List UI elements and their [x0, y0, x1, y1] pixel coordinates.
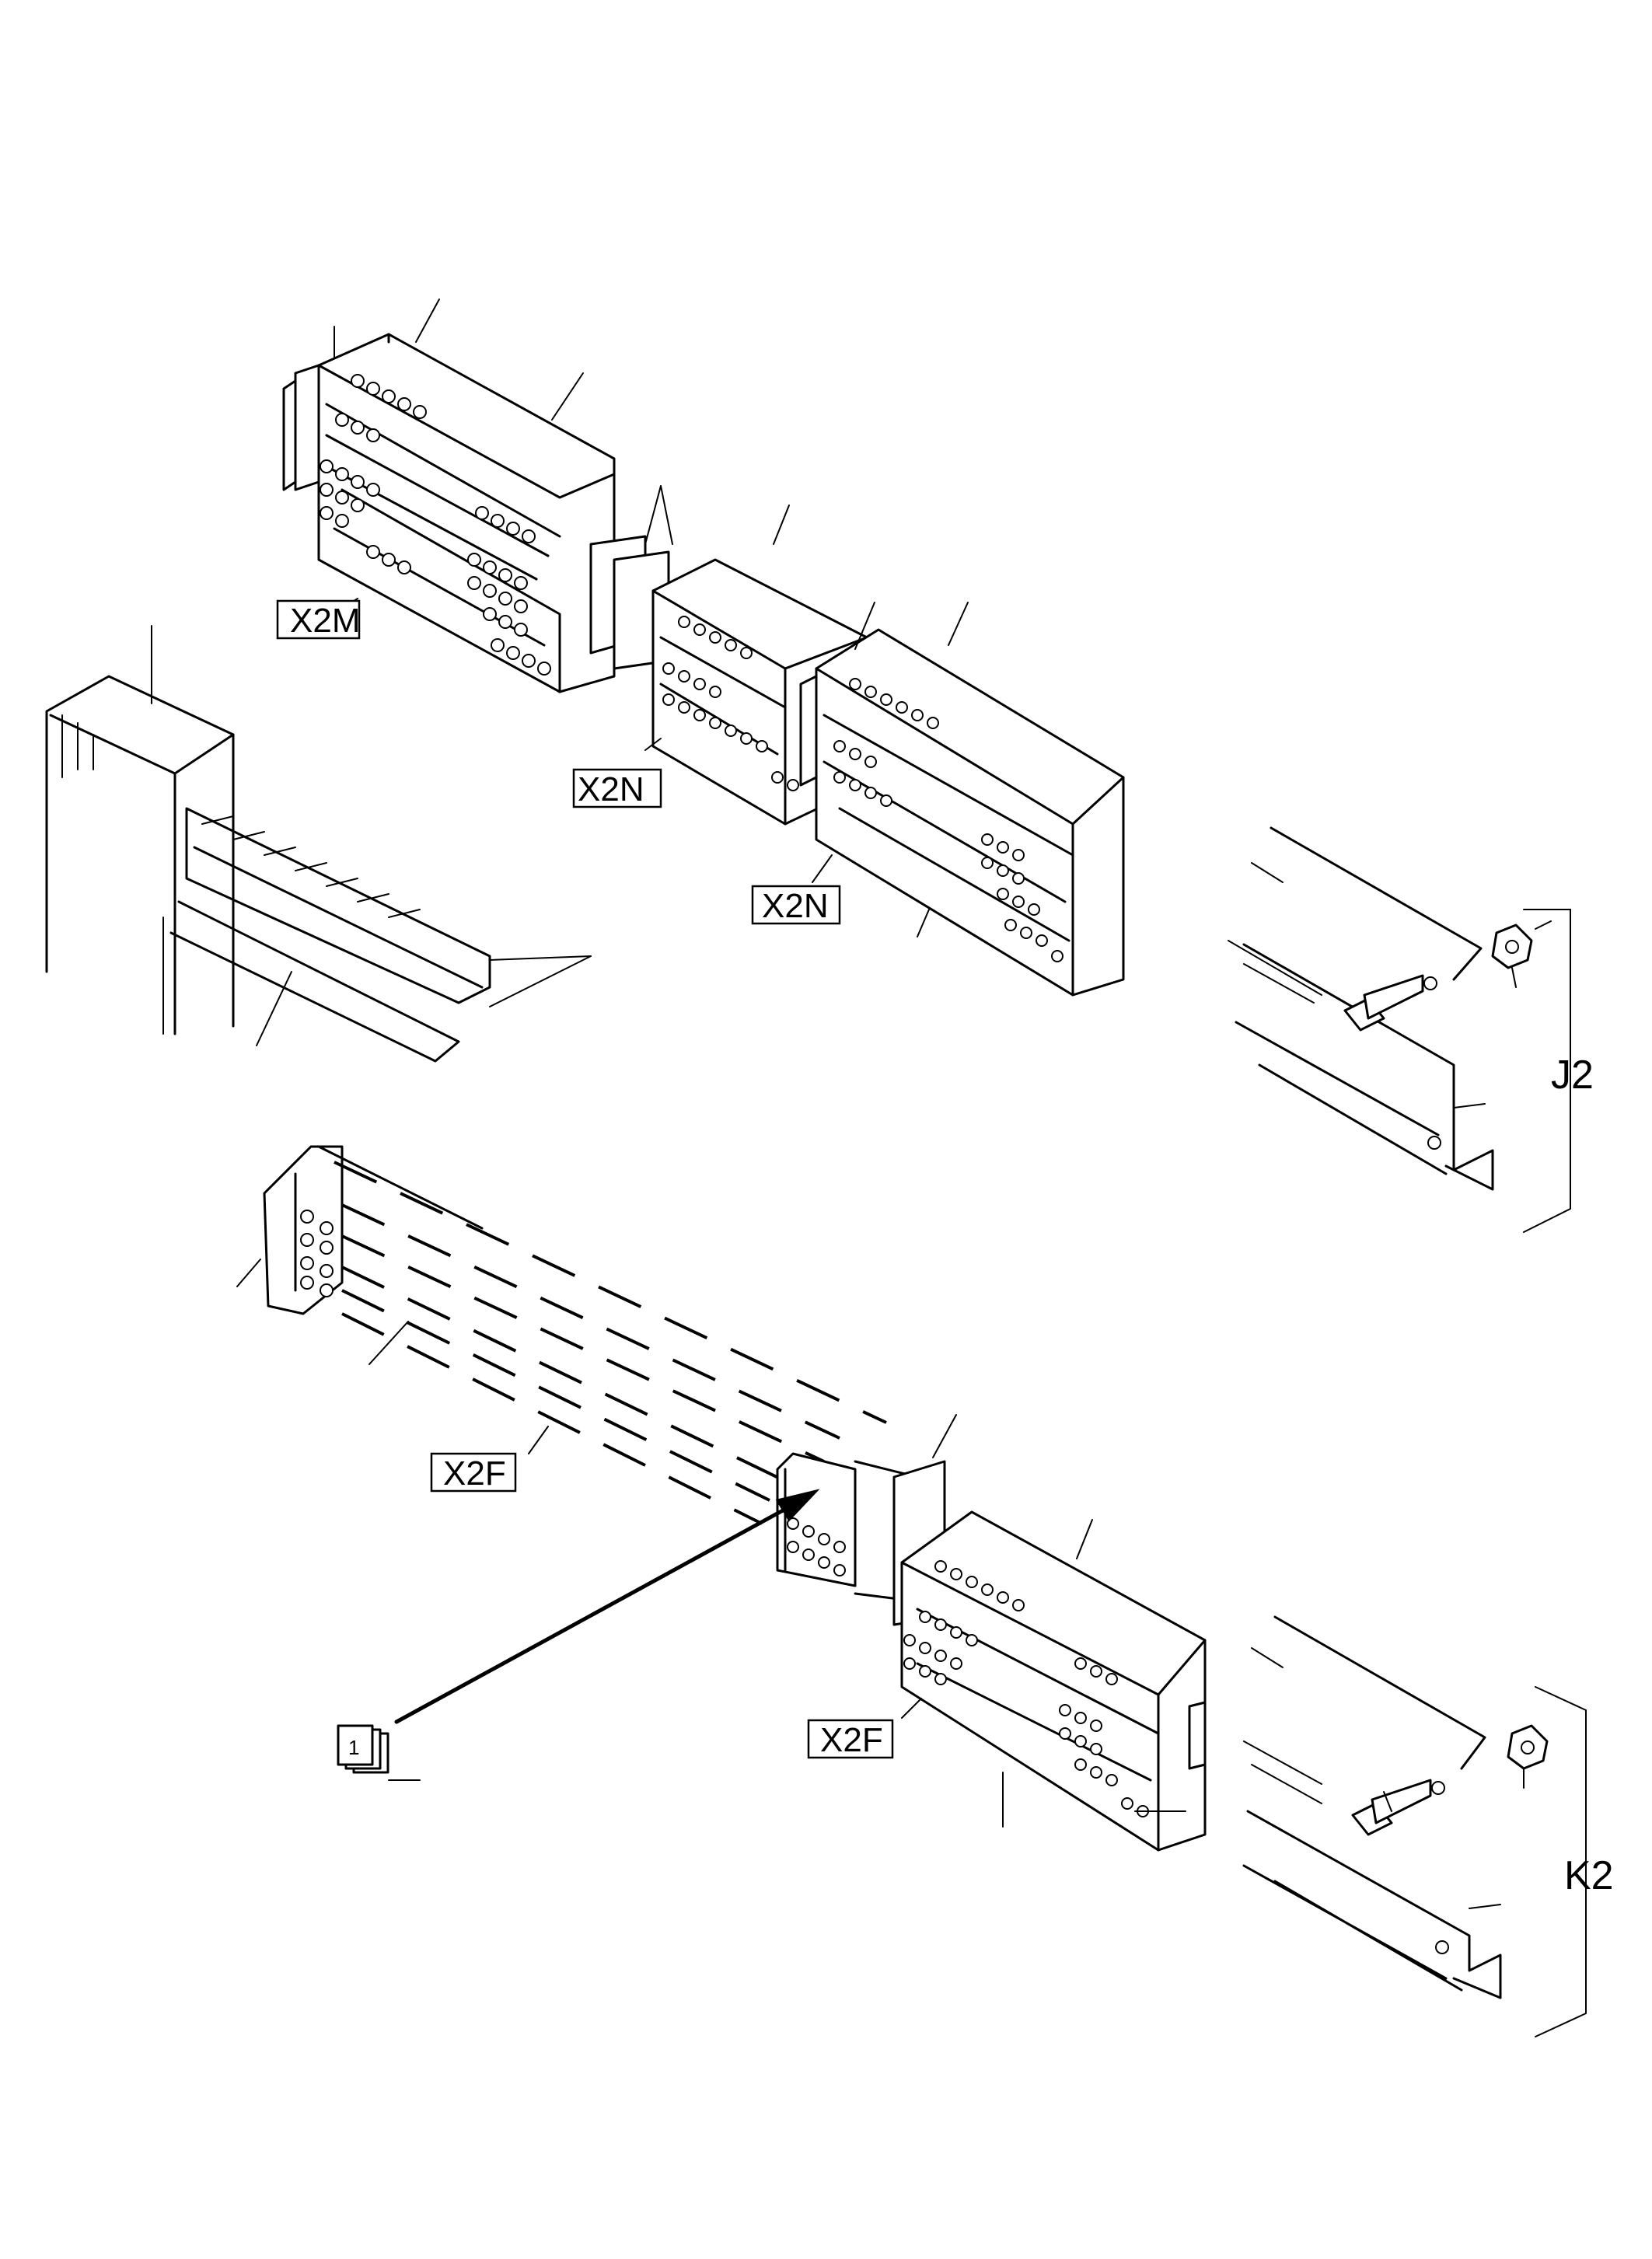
- label-x2m: X2M: [276, 599, 360, 640]
- label-x2m-text: X2M: [290, 602, 360, 640]
- label-x2f-left: X2F: [430, 1452, 517, 1493]
- assembly-label-j2: J2: [1551, 1053, 1594, 1098]
- label-x2n-lower-text: X2N: [762, 887, 829, 925]
- kit-stack-icon: [337, 1724, 421, 1781]
- label-x2n-upper-text: X2N: [578, 770, 644, 808]
- x2n-upper-terminal-holes: [662, 616, 799, 791]
- terminal-block-x2n-lower: [799, 602, 1125, 997]
- label-x2f-right: X2F: [807, 1719, 894, 1759]
- terminal-block-x2m: [282, 299, 616, 693]
- x2f-lower-terminal-holes: [903, 1560, 1149, 1817]
- assembly-label-k2: K2: [1564, 1853, 1614, 1898]
- x2n-lower-terminal-holes: [833, 678, 1063, 962]
- wiring-duct-and-din-rail: [45, 625, 592, 1063]
- mounting-bracket-k2: [1242, 1615, 1587, 2037]
- terminal-strip-x2f: [236, 1145, 919, 1603]
- label-x2n-upper: X2N: [572, 768, 662, 808]
- label-x2f-left-text: X2F: [443, 1454, 506, 1493]
- terminal-block-x2f-lower: [900, 1510, 1207, 1852]
- x2f-left-terminal-holes: [300, 1210, 334, 1297]
- x2f-right-terminal-holes: [787, 1517, 846, 1576]
- label-x2f-right-text: X2F: [820, 1721, 883, 1759]
- mounting-bracket-j2: [1228, 826, 1571, 1233]
- kit-callout-number: 1: [348, 1736, 359, 1759]
- x2m-terminal-holes: [320, 374, 551, 676]
- kit-arrow: [394, 1489, 820, 1724]
- label-x2n-lower: X2N: [751, 885, 841, 925]
